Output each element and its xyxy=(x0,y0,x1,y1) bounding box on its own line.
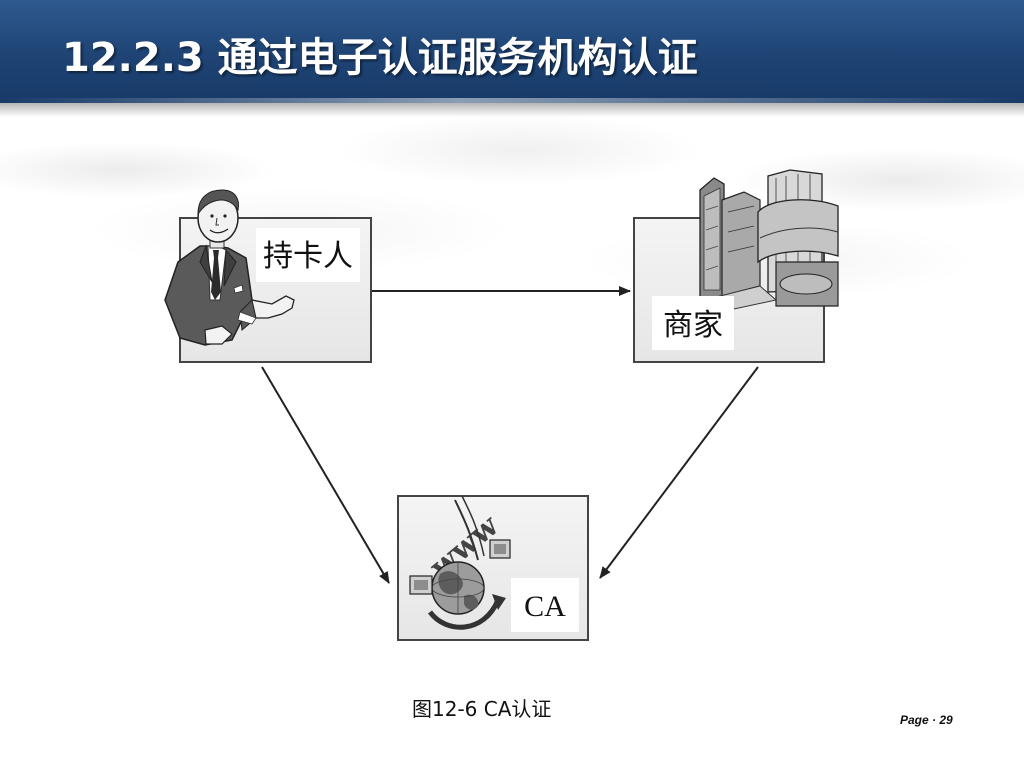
node-ca-label: CA xyxy=(524,590,566,623)
node-ca: www CA xyxy=(397,495,589,641)
node-cardholder-label-bg xyxy=(256,228,360,282)
node-merchant-label: 商家 xyxy=(663,308,723,343)
page-number: Page · 29 xyxy=(900,713,953,727)
arrow-merchant-to-ca xyxy=(599,366,759,579)
office-building-icon xyxy=(699,169,839,313)
node-ca-label-bg xyxy=(511,578,579,632)
businessman-icon xyxy=(164,189,295,346)
node-ca-box xyxy=(397,495,589,641)
node-merchant: 商家 xyxy=(633,169,839,363)
node-cardholder: 持卡人 xyxy=(164,189,372,363)
slide-title: 12.2.3 通过电子认证服务机构认证 xyxy=(62,35,698,81)
background-clouds xyxy=(0,110,1024,410)
title-bar-highlight xyxy=(0,98,1024,106)
title-bar xyxy=(0,0,1024,103)
figure-caption: 图12-6 CA认证 xyxy=(412,697,552,721)
node-merchant-label-bg xyxy=(652,296,734,350)
arrow-cardholder-to-ca xyxy=(261,366,390,584)
title-bar-shadow xyxy=(0,103,1024,117)
node-cardholder-label: 持卡人 xyxy=(263,239,353,274)
www-globe-icon: www xyxy=(409,495,511,630)
